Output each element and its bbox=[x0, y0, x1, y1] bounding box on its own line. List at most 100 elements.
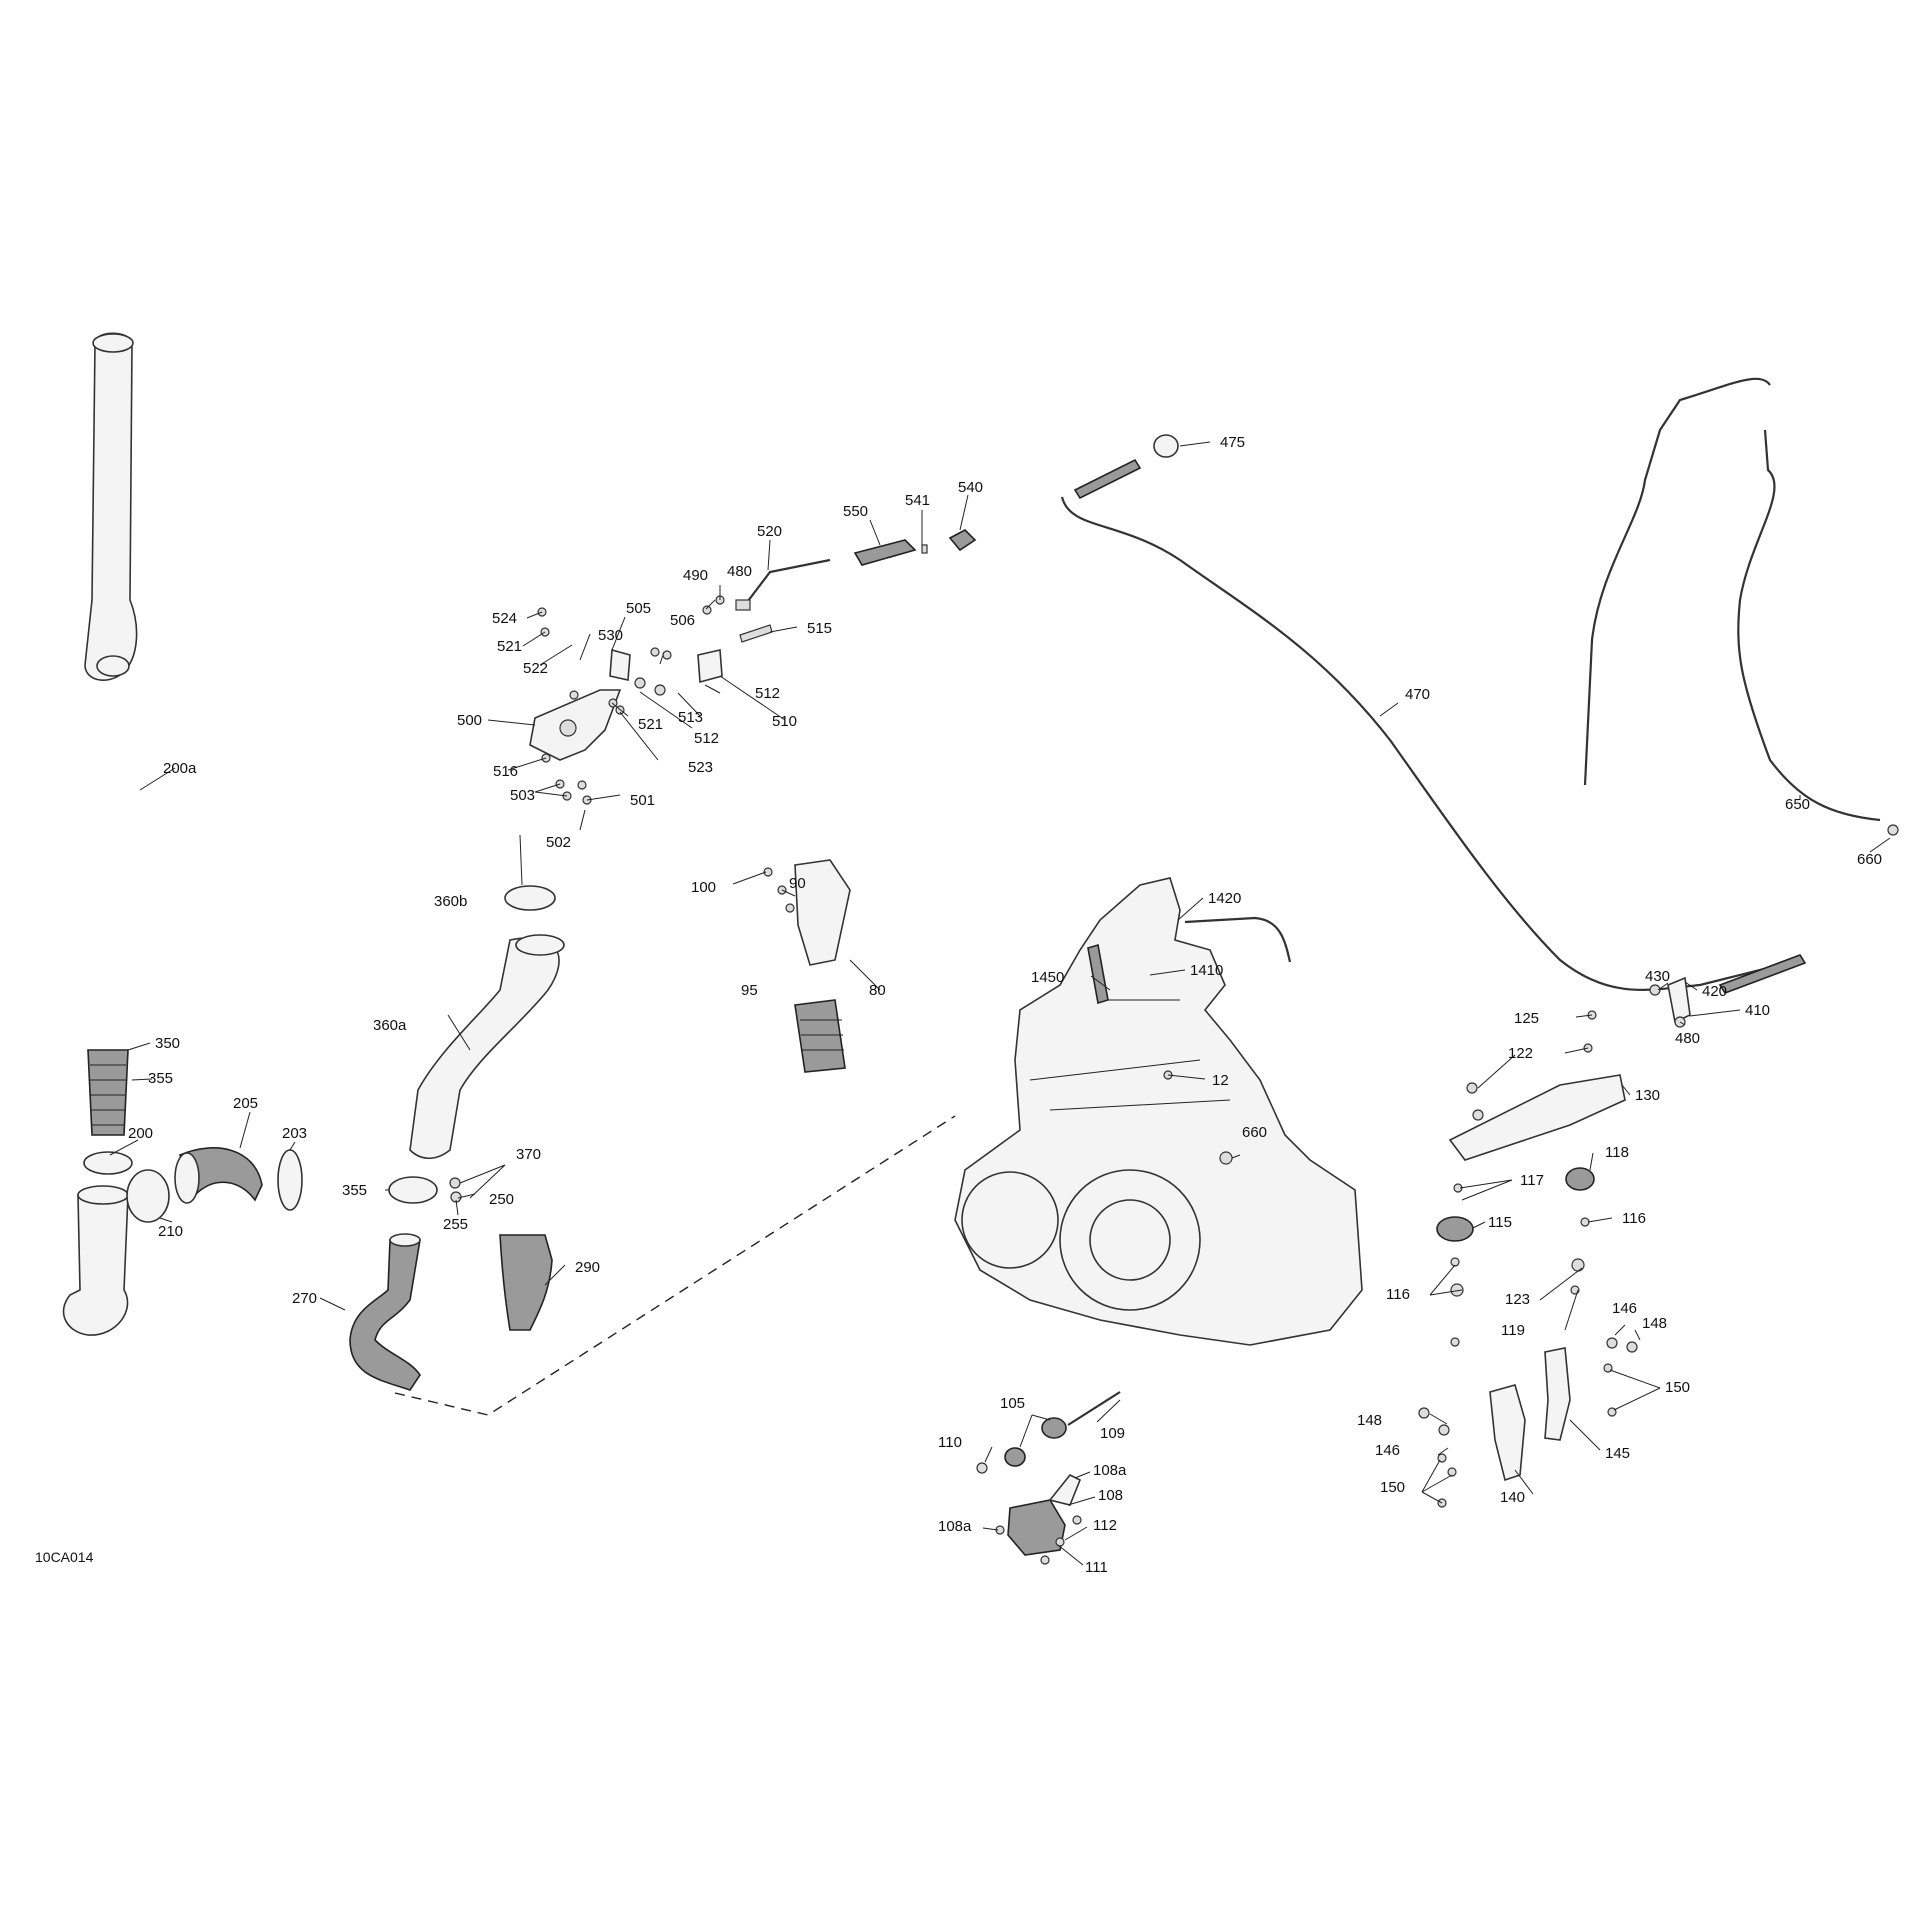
diagram-reference-code: 10CA014 bbox=[35, 1549, 94, 1565]
bracket-140 bbox=[1489, 1384, 1526, 1482]
callout-119: 119 bbox=[1501, 1322, 1525, 1339]
intake-tube-200 bbox=[62, 1185, 129, 1336]
callout-116-left: 116 bbox=[1386, 1286, 1410, 1303]
callout-123: 123 bbox=[1505, 1291, 1530, 1308]
callout-523: 523 bbox=[688, 759, 713, 776]
callout-521-top: 521 bbox=[497, 638, 522, 655]
rubber-mount-115 bbox=[1436, 1167, 1595, 1347]
callout-148-left: 148 bbox=[1357, 1412, 1382, 1429]
duct-360a bbox=[409, 934, 565, 1160]
callout-505: 505 bbox=[626, 600, 651, 617]
bellows-350 bbox=[87, 1049, 129, 1136]
callout-660-right: 660 bbox=[1857, 851, 1882, 868]
callout-125: 125 bbox=[1514, 1010, 1539, 1027]
callout-146-right: 146 bbox=[1612, 1300, 1637, 1317]
callout-250: 250 bbox=[489, 1191, 514, 1208]
callout-140: 140 bbox=[1500, 1489, 1525, 1506]
callout-355-left: 355 bbox=[148, 1070, 173, 1087]
hose-270 bbox=[349, 1233, 421, 1391]
callout-480-right: 480 bbox=[1675, 1030, 1700, 1047]
callout-145: 145 bbox=[1605, 1445, 1630, 1462]
cap-360b bbox=[504, 885, 556, 911]
clamp-355-left bbox=[83, 1151, 133, 1175]
callout-115: 115 bbox=[1488, 1214, 1512, 1231]
callout-506: 506 bbox=[670, 612, 695, 629]
callout-650: 650 bbox=[1785, 796, 1810, 813]
callout-116-right: 116 bbox=[1622, 1210, 1646, 1227]
callout-501: 501 bbox=[630, 792, 655, 809]
callout-541: 541 bbox=[905, 492, 930, 509]
clamp-210 bbox=[126, 1169, 170, 1223]
callout-labels: 475 541 540 550 520 490 480 524 505 506 … bbox=[35, 434, 1882, 1576]
callout-502: 502 bbox=[546, 834, 571, 851]
callout-503: 503 bbox=[510, 787, 535, 804]
callout-108a-top: 108a bbox=[1093, 1462, 1127, 1479]
callout-512-top: 512 bbox=[755, 685, 780, 702]
callout-490: 490 bbox=[683, 567, 708, 584]
callout-200: 200 bbox=[128, 1125, 153, 1142]
callout-530: 530 bbox=[598, 627, 623, 644]
callout-146-left: 146 bbox=[1375, 1442, 1400, 1459]
air-intake-tube-200a bbox=[84, 332, 138, 681]
callout-360a: 360a bbox=[373, 1017, 407, 1034]
callout-1450: 1450 bbox=[1031, 969, 1064, 986]
pedal-80 bbox=[763, 859, 851, 1073]
callout-360b: 360b bbox=[434, 893, 467, 910]
callout-420: 420 bbox=[1702, 983, 1727, 1000]
callout-370: 370 bbox=[516, 1146, 541, 1163]
callout-205: 205 bbox=[233, 1095, 258, 1112]
bracket-145 bbox=[1418, 1337, 1638, 1508]
callout-510: 510 bbox=[772, 713, 797, 730]
callout-112: 112 bbox=[1093, 1517, 1117, 1534]
callout-410: 410 bbox=[1745, 1002, 1770, 1019]
callout-430: 430 bbox=[1645, 968, 1670, 985]
mount-bracket-130 bbox=[1448, 1010, 1626, 1161]
hardware-250-255 bbox=[449, 1177, 462, 1203]
callout-130: 130 bbox=[1635, 1087, 1660, 1104]
callout-80: 80 bbox=[869, 982, 886, 999]
callout-540: 540 bbox=[958, 479, 983, 496]
callout-148-right: 148 bbox=[1642, 1315, 1667, 1332]
callout-524: 524 bbox=[492, 610, 517, 627]
callout-150-left: 150 bbox=[1380, 1479, 1405, 1496]
callout-660-center: 660 bbox=[1242, 1124, 1267, 1141]
callout-95: 95 bbox=[741, 982, 758, 999]
callout-516: 516 bbox=[493, 763, 518, 780]
callout-117: 117 bbox=[1520, 1172, 1544, 1189]
callout-350: 350 bbox=[155, 1035, 180, 1052]
callout-12: 12 bbox=[1212, 1072, 1229, 1089]
nut-660-right bbox=[1887, 824, 1899, 836]
clamp-203 bbox=[277, 1149, 303, 1211]
callout-105: 105 bbox=[1000, 1395, 1025, 1412]
shift-lever-520 bbox=[735, 558, 831, 611]
bushings-105 bbox=[976, 1391, 1121, 1474]
callout-522: 522 bbox=[523, 660, 548, 677]
callout-355-center: 355 bbox=[342, 1182, 367, 1199]
callout-150-right: 150 bbox=[1665, 1379, 1690, 1396]
callout-480-top: 480 bbox=[727, 563, 752, 580]
callout-550: 550 bbox=[843, 503, 868, 520]
callout-100: 100 bbox=[691, 879, 716, 896]
callout-513: 513 bbox=[678, 709, 703, 726]
callout-108: 108 bbox=[1098, 1487, 1123, 1504]
engine-assembly bbox=[954, 877, 1363, 1346]
elbow-205 bbox=[174, 1147, 263, 1204]
leader-lines bbox=[109, 441, 1891, 1566]
callout-90: 90 bbox=[789, 875, 806, 892]
shifter-bracket-500 bbox=[529, 595, 773, 805]
clamp-355-center bbox=[388, 1176, 438, 1204]
nut-660-center bbox=[1219, 1151, 1233, 1165]
callout-210: 210 bbox=[158, 1223, 183, 1240]
callout-1410: 1410 bbox=[1190, 962, 1223, 979]
bracket-410 bbox=[1649, 976, 1691, 1028]
callout-515: 515 bbox=[807, 620, 832, 637]
callout-500: 500 bbox=[457, 712, 482, 729]
callout-110: 110 bbox=[938, 1434, 962, 1451]
callout-520: 520 bbox=[757, 523, 782, 540]
reference-dashed-line bbox=[394, 1115, 956, 1416]
callout-200a: 200a bbox=[163, 760, 197, 777]
mount-108 bbox=[995, 1473, 1082, 1565]
callout-255: 255 bbox=[443, 1216, 468, 1233]
callout-203: 203 bbox=[282, 1125, 307, 1142]
